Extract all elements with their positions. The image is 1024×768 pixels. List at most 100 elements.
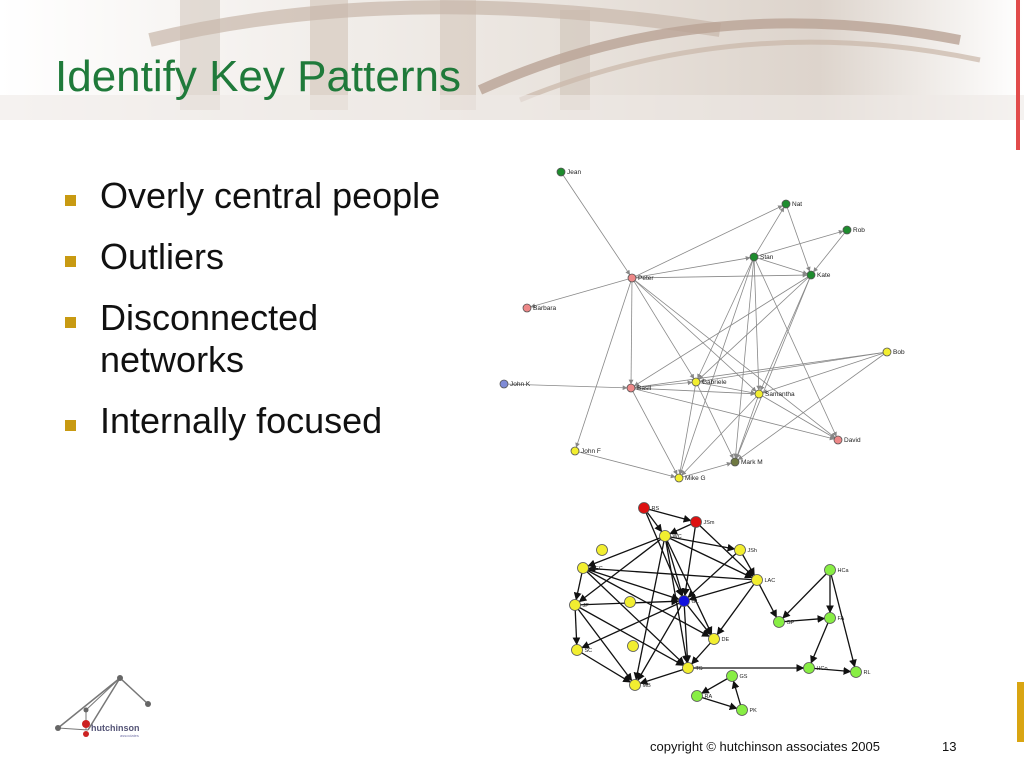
network-edge — [631, 277, 757, 392]
network-node — [708, 633, 720, 645]
network-edge — [737, 351, 888, 460]
network-edge — [643, 507, 683, 597]
network-node — [806, 270, 816, 280]
network-node — [626, 383, 636, 393]
node-label: Gabriele — [702, 379, 727, 386]
node-label: Rob — [853, 227, 865, 234]
network-node — [824, 564, 836, 576]
node-label: MB — [643, 683, 652, 689]
network-edge — [587, 535, 666, 568]
network-edge — [628, 277, 634, 385]
node-label: HCo — [817, 666, 828, 672]
node-label: JSh — [748, 548, 757, 554]
network-edge — [634, 351, 888, 390]
network-edge — [560, 171, 631, 276]
network-edge — [631, 277, 695, 380]
network-edge — [574, 604, 633, 682]
network-edge — [530, 277, 633, 309]
node-label: HCa — [838, 568, 850, 574]
node-label: DE — [722, 637, 730, 643]
network-edge — [572, 604, 581, 646]
slide-title: Identify Key Patterns — [55, 52, 461, 101]
node-label: JP — [583, 603, 590, 609]
network-node — [751, 574, 763, 586]
node-label: GS — [740, 674, 748, 680]
network-edge — [753, 256, 762, 391]
bullet-text: Disconnected networks — [100, 297, 319, 380]
network-node — [850, 666, 862, 678]
network-edge — [808, 667, 852, 675]
bullet-list: Overly central people Outliers Disconnec… — [62, 175, 520, 461]
node-label: RA — [705, 694, 713, 700]
network-edge — [758, 393, 835, 439]
network-edge — [778, 615, 826, 623]
edge-group — [572, 507, 857, 711]
network-node — [730, 457, 740, 467]
node-label: JSm — [704, 520, 715, 526]
bullet-text: Internally focused — [100, 400, 383, 441]
node-label: WC — [673, 534, 682, 540]
network-node — [734, 544, 746, 556]
network-node — [577, 562, 589, 574]
network-edge — [664, 535, 753, 579]
bullet-item: Overly central people — [62, 175, 520, 217]
network-edge — [575, 277, 633, 448]
network-node — [570, 446, 580, 456]
bullet-marker-icon — [65, 195, 76, 206]
bullet-marker-icon — [65, 317, 76, 328]
network-node — [726, 670, 738, 682]
network-node — [736, 704, 748, 716]
network-edge — [735, 393, 760, 459]
network-node — [682, 662, 694, 674]
node-label: Basil — [637, 385, 652, 392]
node-label: FA — [838, 616, 845, 622]
network-edge — [683, 600, 712, 636]
network-edge — [576, 649, 631, 683]
bullet-marker-icon — [65, 256, 76, 267]
network-edge — [574, 450, 676, 479]
bullet-item: Internally focused — [62, 400, 520, 442]
network-node — [691, 377, 701, 387]
network-edge — [785, 203, 811, 272]
node-label: Bob — [893, 349, 905, 356]
network-node — [824, 612, 836, 624]
network-node — [627, 640, 639, 652]
bullet-marker-icon — [65, 420, 76, 431]
node-label: John F — [581, 448, 601, 455]
node-label: John K — [510, 381, 531, 388]
network-edge — [695, 521, 754, 577]
network-diagram-2: RSJSmWCJShMECJPLACGLDESCTSMBHCaGPFAHCoRL… — [569, 502, 871, 716]
node-label: TS — [696, 666, 703, 672]
network-edge — [733, 256, 755, 459]
network-node — [556, 167, 566, 177]
copyright-footer: copyright © hutchinson associates 2005 — [650, 739, 880, 754]
node-label: LAC — [765, 578, 776, 584]
node-label: PK — [750, 708, 758, 714]
network-edge — [697, 256, 755, 379]
network-edge — [760, 274, 812, 391]
network-edge — [753, 256, 808, 275]
network-edge — [679, 256, 755, 475]
network-edge — [503, 383, 628, 391]
company-logo — [55, 675, 151, 737]
network-node — [569, 599, 581, 611]
network-node — [659, 530, 671, 542]
network-node — [499, 379, 509, 389]
accent-gold-bar — [1017, 682, 1024, 742]
network-edge — [753, 230, 844, 258]
network-node — [627, 273, 637, 283]
network-edge — [753, 256, 837, 437]
network-edge — [631, 205, 783, 279]
network-edge — [683, 600, 692, 664]
node-label: Stan — [760, 254, 774, 261]
network-edge — [630, 387, 756, 397]
logo-subtext: associates — [120, 733, 139, 738]
network-edge — [631, 272, 808, 279]
network-node — [803, 662, 815, 674]
page-number: 13 — [942, 739, 957, 754]
network-node — [882, 347, 892, 357]
network-edge — [813, 229, 848, 273]
network-edge — [587, 564, 758, 581]
node-label: Peter — [638, 275, 654, 282]
